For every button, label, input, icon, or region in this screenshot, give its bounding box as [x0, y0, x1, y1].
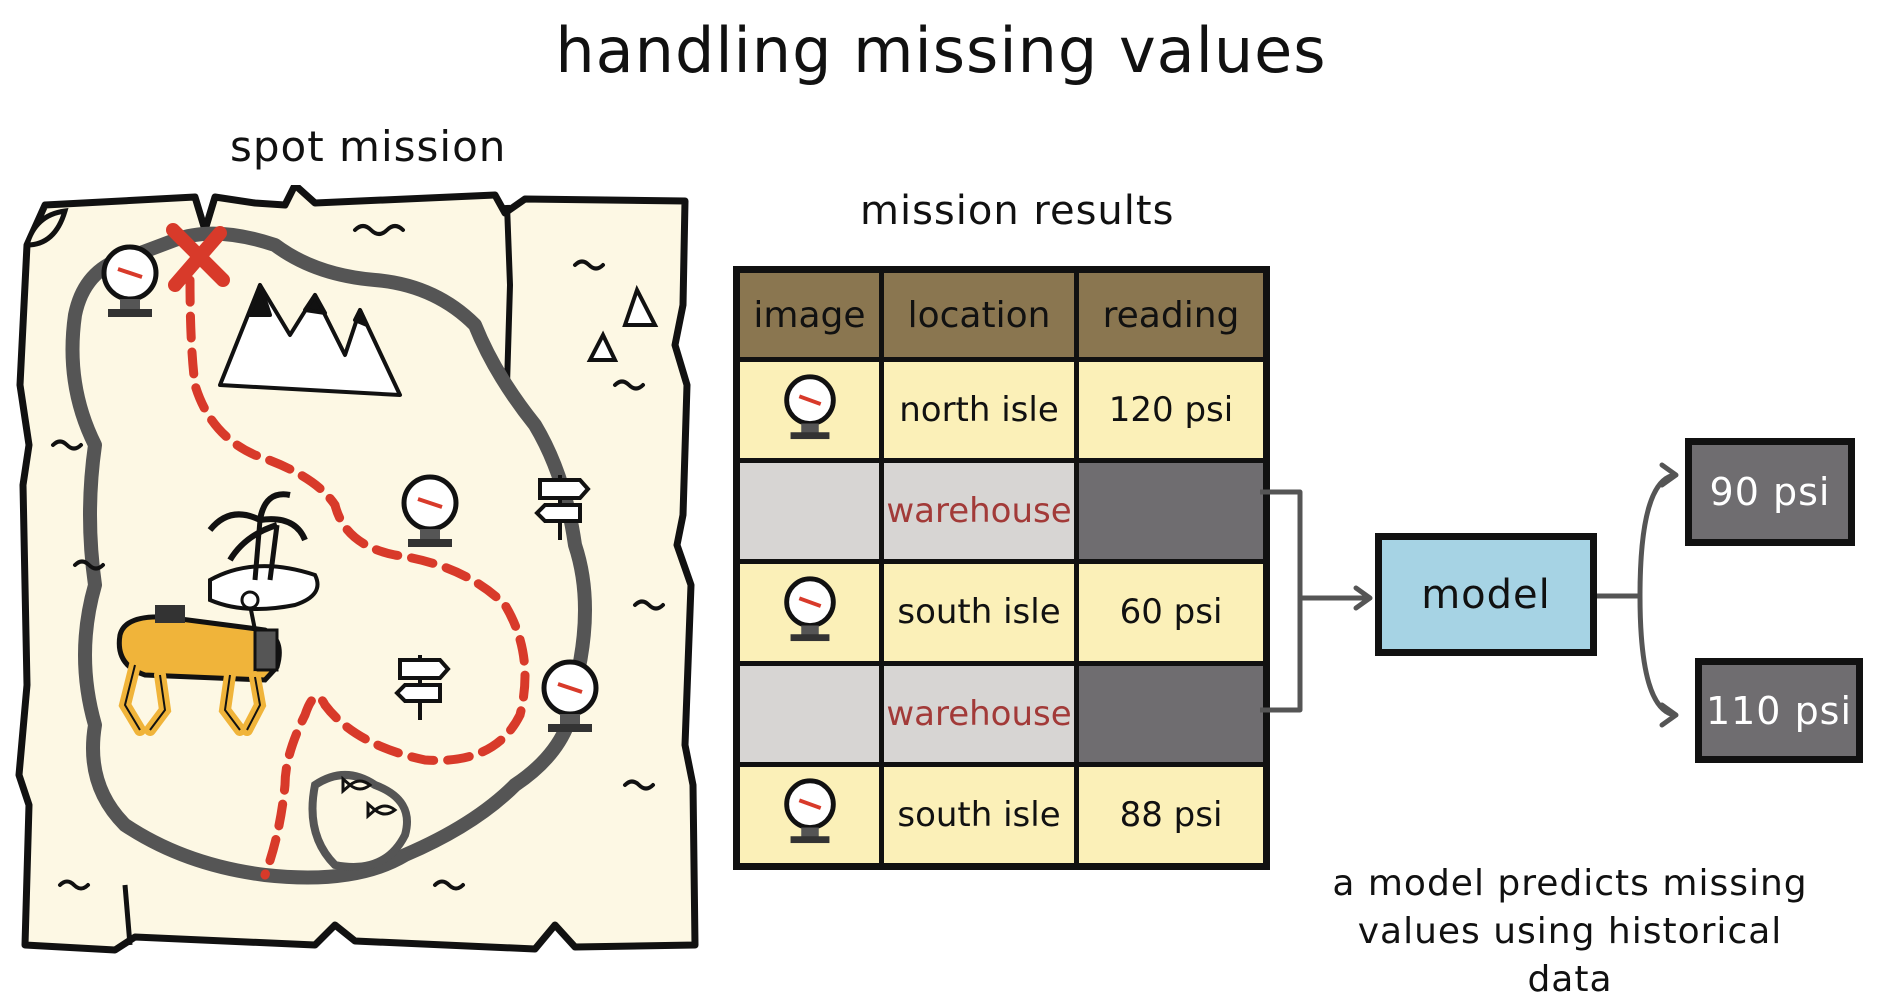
column-header-reading: reading — [1074, 267, 1269, 362]
shark-fin-icon — [586, 284, 659, 362]
gauge-icon — [734, 761, 884, 870]
table-row: north isle 120 psi — [734, 356, 1269, 464]
prediction-box: 110 psi — [1695, 658, 1863, 763]
model-box: model — [1375, 533, 1597, 656]
gauge-icon — [734, 356, 884, 464]
caption-line: values using historical data — [1357, 911, 1783, 1000]
location-cell: south isle — [879, 761, 1079, 870]
arrow-to-output — [1659, 702, 1679, 728]
column-header-image: image — [734, 267, 884, 362]
signpost-icon — [534, 475, 591, 540]
diagram-title: handling missing values — [555, 14, 1327, 87]
reading-cell: 60 psi — [1074, 559, 1269, 666]
parchment — [15, 185, 699, 954]
location-cell: warehouse — [879, 458, 1079, 565]
table-header-row: image location reading — [734, 267, 1269, 362]
water-marks — [51, 224, 665, 891]
location-cell: south isle — [879, 559, 1079, 666]
island-outline — [65, 226, 592, 885]
location-cell: north isle — [879, 356, 1079, 464]
table-row: south isle 88 psi — [734, 761, 1269, 870]
small-island — [308, 771, 411, 871]
mountains-icon — [218, 283, 402, 397]
caption-line: a model predicts missing — [1332, 863, 1808, 904]
gauge-icon — [101, 244, 159, 317]
x-mark-icon — [166, 223, 230, 292]
reading-cell: 88 psi — [1074, 761, 1269, 870]
table-row-missing: warehouse — [734, 458, 1269, 565]
table-row-missing: warehouse — [734, 660, 1269, 767]
gauge-icon — [541, 659, 599, 732]
empty-image-cell — [734, 660, 884, 767]
signpost-icon — [394, 655, 451, 720]
gauge-icon — [734, 559, 884, 666]
prediction-box: 90 psi — [1685, 438, 1855, 546]
bracket-line — [1260, 489, 1303, 713]
missing-reading-cell — [1074, 458, 1269, 565]
robot-dog-icon — [116, 590, 282, 736]
arrow-to-output — [1659, 462, 1679, 488]
reading-cell: 120 psi — [1074, 356, 1269, 464]
treasure-map — [15, 185, 699, 954]
gauge-icon — [401, 474, 459, 547]
missing-reading-cell — [1074, 660, 1269, 767]
mission-path — [185, 275, 530, 880]
table-row: south isle 60 psi — [734, 559, 1269, 666]
caption: a model predicts missing values using hi… — [1310, 860, 1830, 1004]
table-label: mission results — [860, 188, 1175, 234]
fish-icon — [341, 775, 398, 820]
column-header-location: location — [879, 267, 1079, 362]
location-cell: warehouse — [879, 660, 1079, 767]
empty-image-cell — [734, 458, 884, 565]
mission-results-table: image location reading north isle 120 ps… — [733, 266, 1270, 870]
map-label: spot mission — [230, 122, 507, 171]
palm-island-icon — [207, 491, 320, 611]
